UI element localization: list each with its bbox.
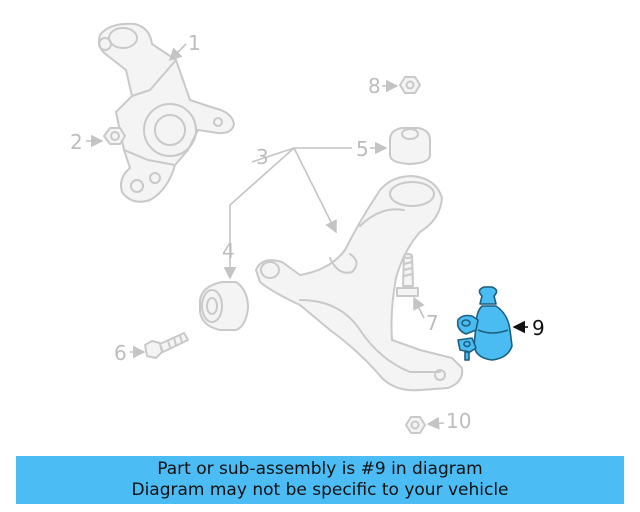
part-8-nut [399,76,421,94]
part-9-ball-joint[interactable] [456,286,513,361]
part-1-steering-knuckle [98,22,235,203]
info-banner: Part or sub-assembly is #9 in diagram Di… [16,456,624,504]
callout-3: 3 [256,145,269,169]
callout-10: 10 [446,409,471,433]
callout-1: 1 [188,31,201,55]
banner-line-2: Diagram may not be specific to your vehi… [131,480,509,500]
parts-diagram: 1 2 3 4 5 6 7 8 9 10 [70,22,545,434]
callout-8: 8 [368,74,381,98]
part-4-bushing [199,281,249,331]
part-2-nut [103,127,126,145]
callout-labels: 1 2 3 4 5 6 7 8 9 10 [70,31,545,433]
callout-6: 6 [114,341,127,365]
callout-9: 9 [532,316,545,340]
callout-7: 7 [426,311,439,335]
callout-2: 2 [70,130,83,154]
callout-4: 4 [222,239,235,263]
part-6-bolt [144,332,189,359]
callout-5: 5 [356,137,369,161]
part-5-bushing [389,127,431,165]
leader-lines [86,43,528,430]
banner-line-1: Part or sub-assembly is #9 in diagram [157,459,483,479]
part-10-nut [405,416,426,434]
part-3-lower-control-arm [255,175,464,392]
part-7-bolt [396,253,419,297]
